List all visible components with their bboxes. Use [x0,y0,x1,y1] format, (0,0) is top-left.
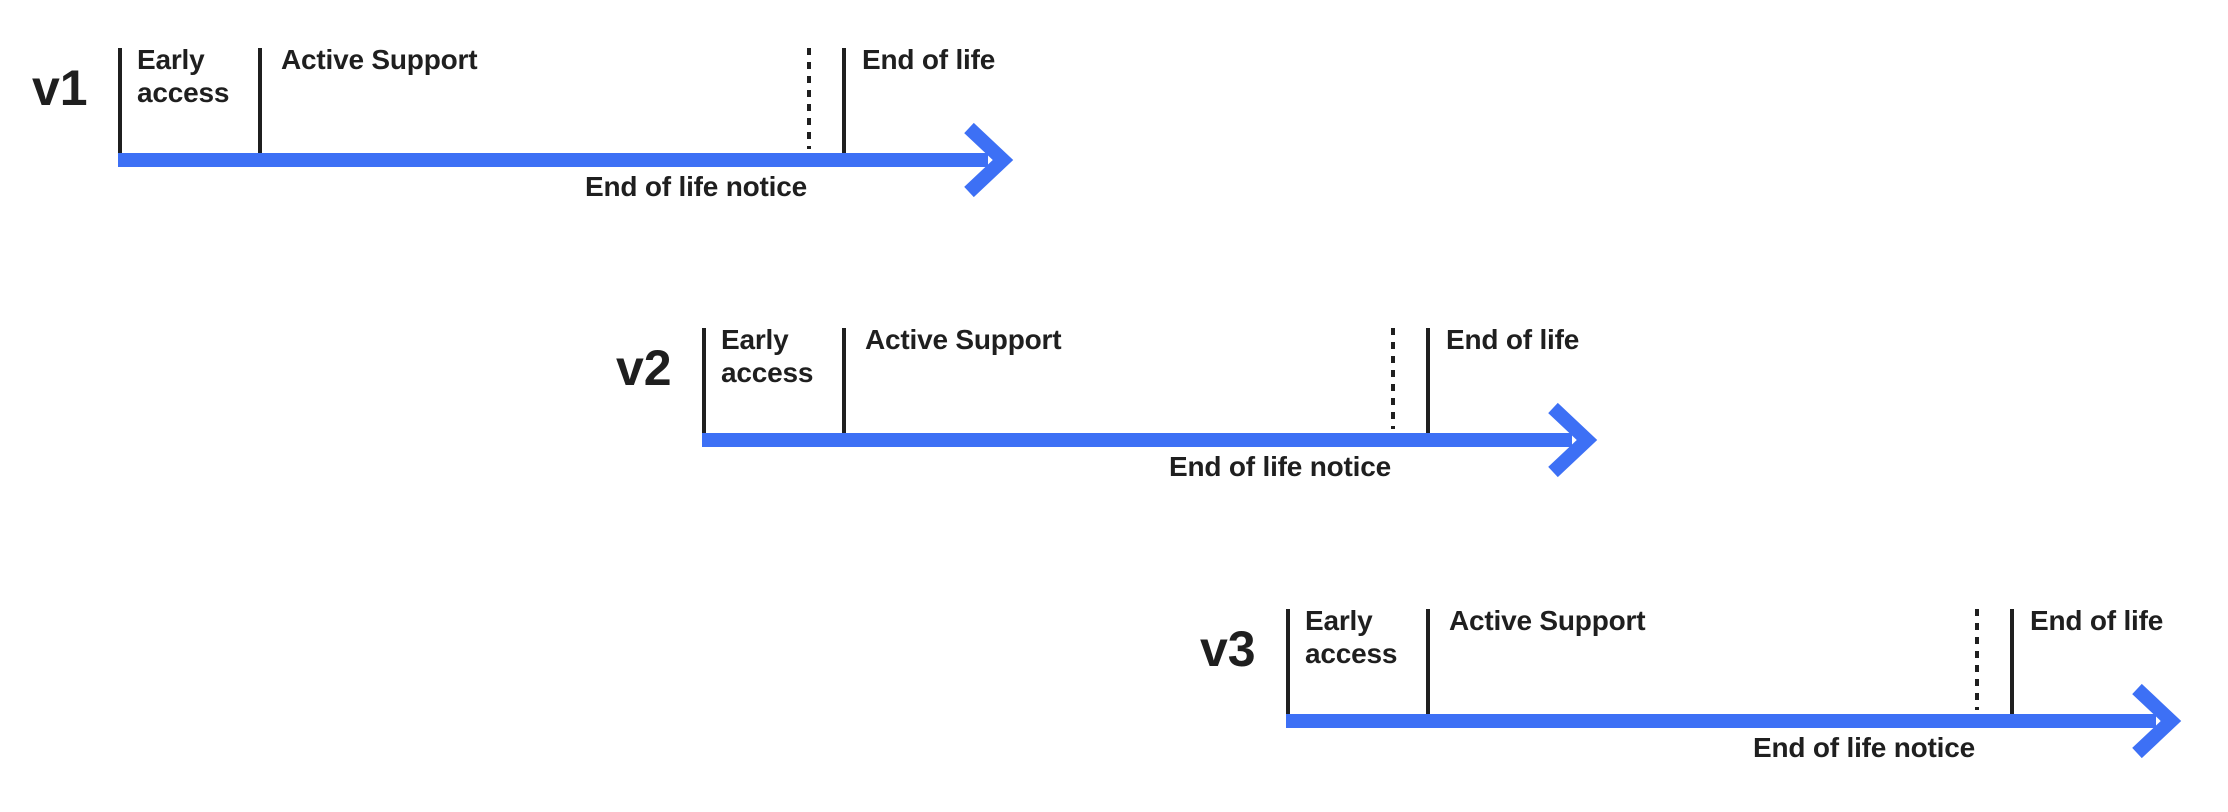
timeline-arrow-bar [1286,714,2156,728]
eol-notice-dashed-tick [1391,328,1395,429]
active-support-label: Active Support [865,324,1062,355]
version-label: v1 [32,60,88,116]
timeline-arrow-bar [702,433,1572,447]
timeline-arrowhead-icon [964,122,1014,198]
early-access-label: Early access [137,44,230,108]
timeline-arrowhead-icon [1548,402,1598,478]
timeline-arrow-bar [118,153,988,167]
end-of-life-label: End of life [1446,324,1580,355]
end-of-life-notice-label: End of life notice [585,171,807,202]
active-support-start-tick [258,48,262,153]
release-start-tick [118,48,122,153]
version-label: v2 [616,340,672,396]
end-of-life-tick [842,48,846,153]
active-support-label: Active Support [281,44,478,75]
active-support-label: Active Support [1449,605,1646,636]
active-support-start-tick [1426,609,1430,714]
version-label: v3 [1200,621,1256,677]
active-support-start-tick [842,328,846,433]
end-of-life-notice-label: End of life notice [1753,732,1975,763]
end-of-life-label: End of life [2030,605,2164,636]
early-access-label: Early access [1305,605,1398,669]
end-of-life-tick [1426,328,1430,433]
release-start-tick [1286,609,1290,714]
eol-notice-dashed-tick [1975,609,1979,710]
early-access-label: Early access [721,324,814,388]
timeline-arrowhead-icon [2132,683,2182,759]
end-of-life-notice-label: End of life notice [1169,451,1391,482]
end-of-life-label: End of life [862,44,996,75]
end-of-life-tick [2010,609,2014,714]
eol-notice-dashed-tick [807,48,811,149]
release-start-tick [702,328,706,433]
